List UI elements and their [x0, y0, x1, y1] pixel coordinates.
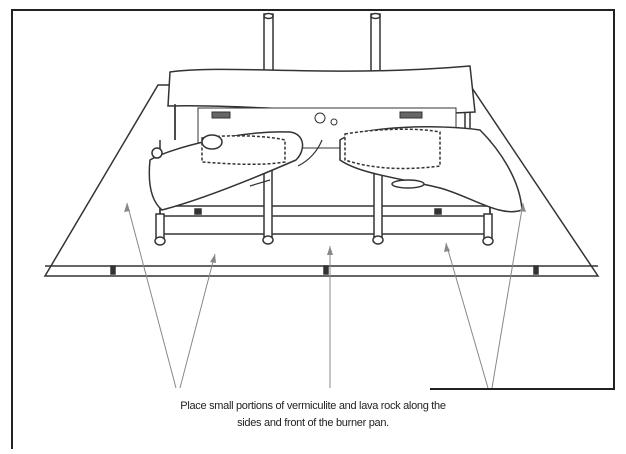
- left-log-knot: [201, 134, 223, 150]
- back-rods: [263, 12, 381, 79]
- arrowhead-left-outer: [124, 203, 130, 212]
- pointer-arrowheads: [124, 203, 526, 263]
- back-log: [167, 65, 476, 140]
- right-log-dashed: [344, 128, 441, 170]
- pointer-left-outer: [126, 202, 177, 389]
- arrowhead-right-outer: [520, 203, 526, 212]
- center-twig: [249, 139, 323, 187]
- pointer-left-inner: [179, 253, 216, 389]
- left-log-end: [151, 147, 163, 159]
- leg-foot-2: [372, 235, 384, 245]
- caption-line-2: sides and front of the burner pan.: [237, 417, 389, 429]
- pointer-right-inner: [445, 242, 489, 389]
- lip-marker-center: [323, 265, 329, 275]
- burner-label-right: [399, 111, 423, 119]
- left-log-dashed: [201, 135, 286, 166]
- caption-line-1: Place small portions of vermiculite and …: [180, 400, 446, 412]
- figure-border: [11, 9, 615, 449]
- arrowhead-center: [327, 246, 333, 255]
- lip-marker-left: [110, 265, 116, 275]
- arrowhead-left-inner: [210, 254, 216, 263]
- grate-leg-left: [155, 213, 165, 241]
- right-log-mark: [391, 179, 425, 189]
- back-log-body: [167, 65, 476, 115]
- burner-valve-2: [330, 118, 338, 126]
- burner-valve-1: [314, 112, 326, 124]
- lip-marker-right: [533, 265, 539, 275]
- twig-line: [297, 139, 323, 167]
- left-front-log: [148, 131, 304, 211]
- pointer-right-outer: [491, 202, 524, 389]
- twig-small-left: [249, 179, 271, 187]
- grate-leg-right: [483, 213, 493, 241]
- leg-foot-left: [154, 236, 166, 246]
- rod-right: [370, 13, 381, 79]
- rail-clip-right: [434, 208, 442, 215]
- rod-right-top: [370, 12, 381, 20]
- rod-left: [263, 13, 274, 79]
- leg-foot-right: [482, 236, 494, 246]
- leg-foot-1: [262, 235, 274, 245]
- right-front-log: [339, 126, 523, 213]
- pointer-lines: [126, 202, 524, 389]
- burner-label-left: [211, 111, 231, 119]
- arrowhead-right-inner: [444, 243, 450, 252]
- rail-clip-left: [194, 208, 202, 215]
- rod-left-top: [263, 12, 274, 20]
